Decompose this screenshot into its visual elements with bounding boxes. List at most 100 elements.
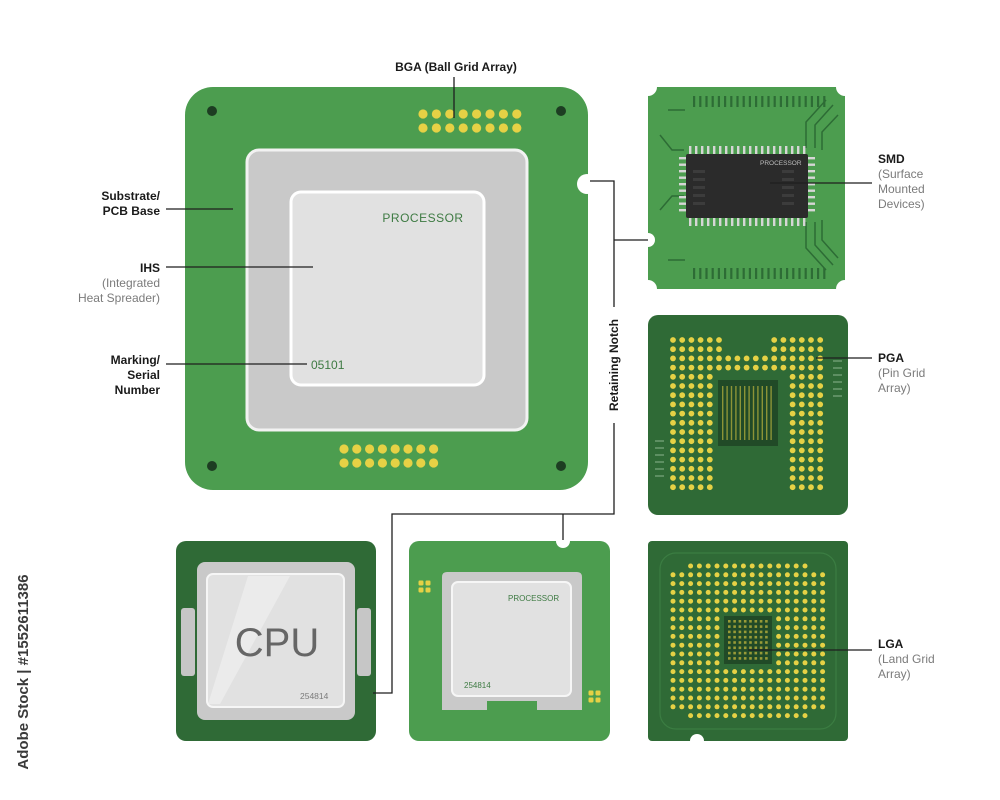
lga-land (820, 677, 826, 683)
lga-land (776, 607, 782, 613)
retaining-notch-small (556, 534, 570, 548)
pga-pin (679, 355, 686, 362)
lga-land (705, 713, 711, 719)
stock-id-watermark: Adobe Stock | #1552611386 (15, 574, 32, 769)
lga-land (776, 563, 782, 569)
smd-pin (807, 183, 815, 186)
lga-land (732, 669, 738, 675)
pga-pin (670, 346, 676, 353)
smd-pin (807, 202, 815, 205)
lga-land (705, 695, 711, 701)
lga-land (705, 669, 711, 675)
smd-pin (785, 146, 788, 155)
pga-pin (706, 475, 713, 481)
lga-land (688, 633, 694, 639)
smd-pin (807, 196, 815, 199)
lga-land (723, 713, 729, 719)
edge-pad (724, 96, 727, 107)
pga-pin (817, 465, 824, 472)
label-lga: LGA (878, 637, 904, 651)
pga-pin (808, 456, 814, 463)
pga-pin (697, 355, 704, 362)
pga-pin (743, 364, 750, 371)
lga-land (670, 677, 676, 683)
lga-land (776, 642, 782, 648)
lga-land (714, 651, 720, 657)
bga-pad (429, 458, 439, 468)
pga-pin (789, 447, 796, 454)
lga-land (696, 695, 702, 701)
edge-pad (786, 268, 789, 279)
die-pad (759, 657, 763, 660)
cpu-chip: CPU 254814 (176, 541, 376, 741)
lga-land (723, 572, 729, 578)
lga-land (696, 563, 702, 569)
pga-pin (697, 346, 704, 353)
pga-pin (688, 447, 695, 454)
pga-chip (648, 315, 848, 515)
pga-pin (780, 346, 787, 353)
pga-pin (697, 438, 704, 445)
lga-land (793, 695, 799, 701)
pga-pin (706, 364, 713, 371)
lga-land (758, 669, 764, 675)
pga-pin (789, 355, 796, 362)
lga-land (670, 704, 676, 710)
pga-pin (706, 346, 713, 353)
lga-land (776, 695, 782, 701)
mount-hole (207, 106, 217, 116)
pga-pin (798, 392, 805, 399)
edge-pad (705, 96, 708, 107)
lga-land (679, 607, 685, 613)
pga-side-marks (655, 360, 842, 477)
bga-pad (352, 444, 362, 454)
lga-land (705, 589, 711, 595)
smd-pin (807, 189, 815, 192)
edge-pad (711, 268, 714, 279)
lga-land (723, 695, 729, 701)
lga-land (776, 589, 782, 595)
side-mark (655, 440, 664, 442)
smd-pin (807, 209, 815, 212)
lga-land (802, 572, 808, 578)
edge-pad (767, 268, 770, 279)
lga-land (802, 642, 808, 648)
lga-land (767, 713, 773, 719)
pga-pin (798, 438, 805, 445)
lga-land (784, 581, 790, 587)
cpu-side-tab (357, 608, 371, 676)
smd-pin (679, 170, 687, 173)
lga-land (732, 704, 738, 710)
smd-pin (761, 217, 764, 226)
lga-land (784, 695, 790, 701)
die-pad (738, 620, 742, 623)
lga-land (802, 616, 808, 622)
pga-pin (771, 364, 778, 371)
edge-pad (736, 268, 739, 279)
lga-land (714, 563, 720, 569)
pga-pin (798, 346, 805, 353)
lga-land (767, 695, 773, 701)
corner-pad (595, 690, 601, 696)
pga-pin (679, 447, 686, 454)
lga-land (705, 686, 711, 692)
smd-pin (701, 217, 704, 226)
smd-pin (779, 217, 782, 226)
lga-land (679, 669, 685, 675)
retaining-notch-leader-bottom (373, 423, 615, 694)
lga-land (820, 669, 826, 675)
die-pad (759, 635, 763, 639)
smd-pin (797, 217, 800, 226)
edge-pad (699, 268, 702, 279)
lga-land (811, 695, 817, 701)
lga-land (740, 563, 746, 569)
die-line (744, 386, 746, 440)
label-lga-sub1: (Land Grid (878, 652, 935, 666)
smd-pin (773, 217, 776, 226)
label-lga-sub2: Array) (878, 667, 911, 681)
lga-land (740, 598, 746, 604)
pga-pin (798, 401, 805, 408)
lga-land (811, 598, 817, 604)
die-pad (759, 646, 763, 650)
lga-land (749, 669, 755, 675)
